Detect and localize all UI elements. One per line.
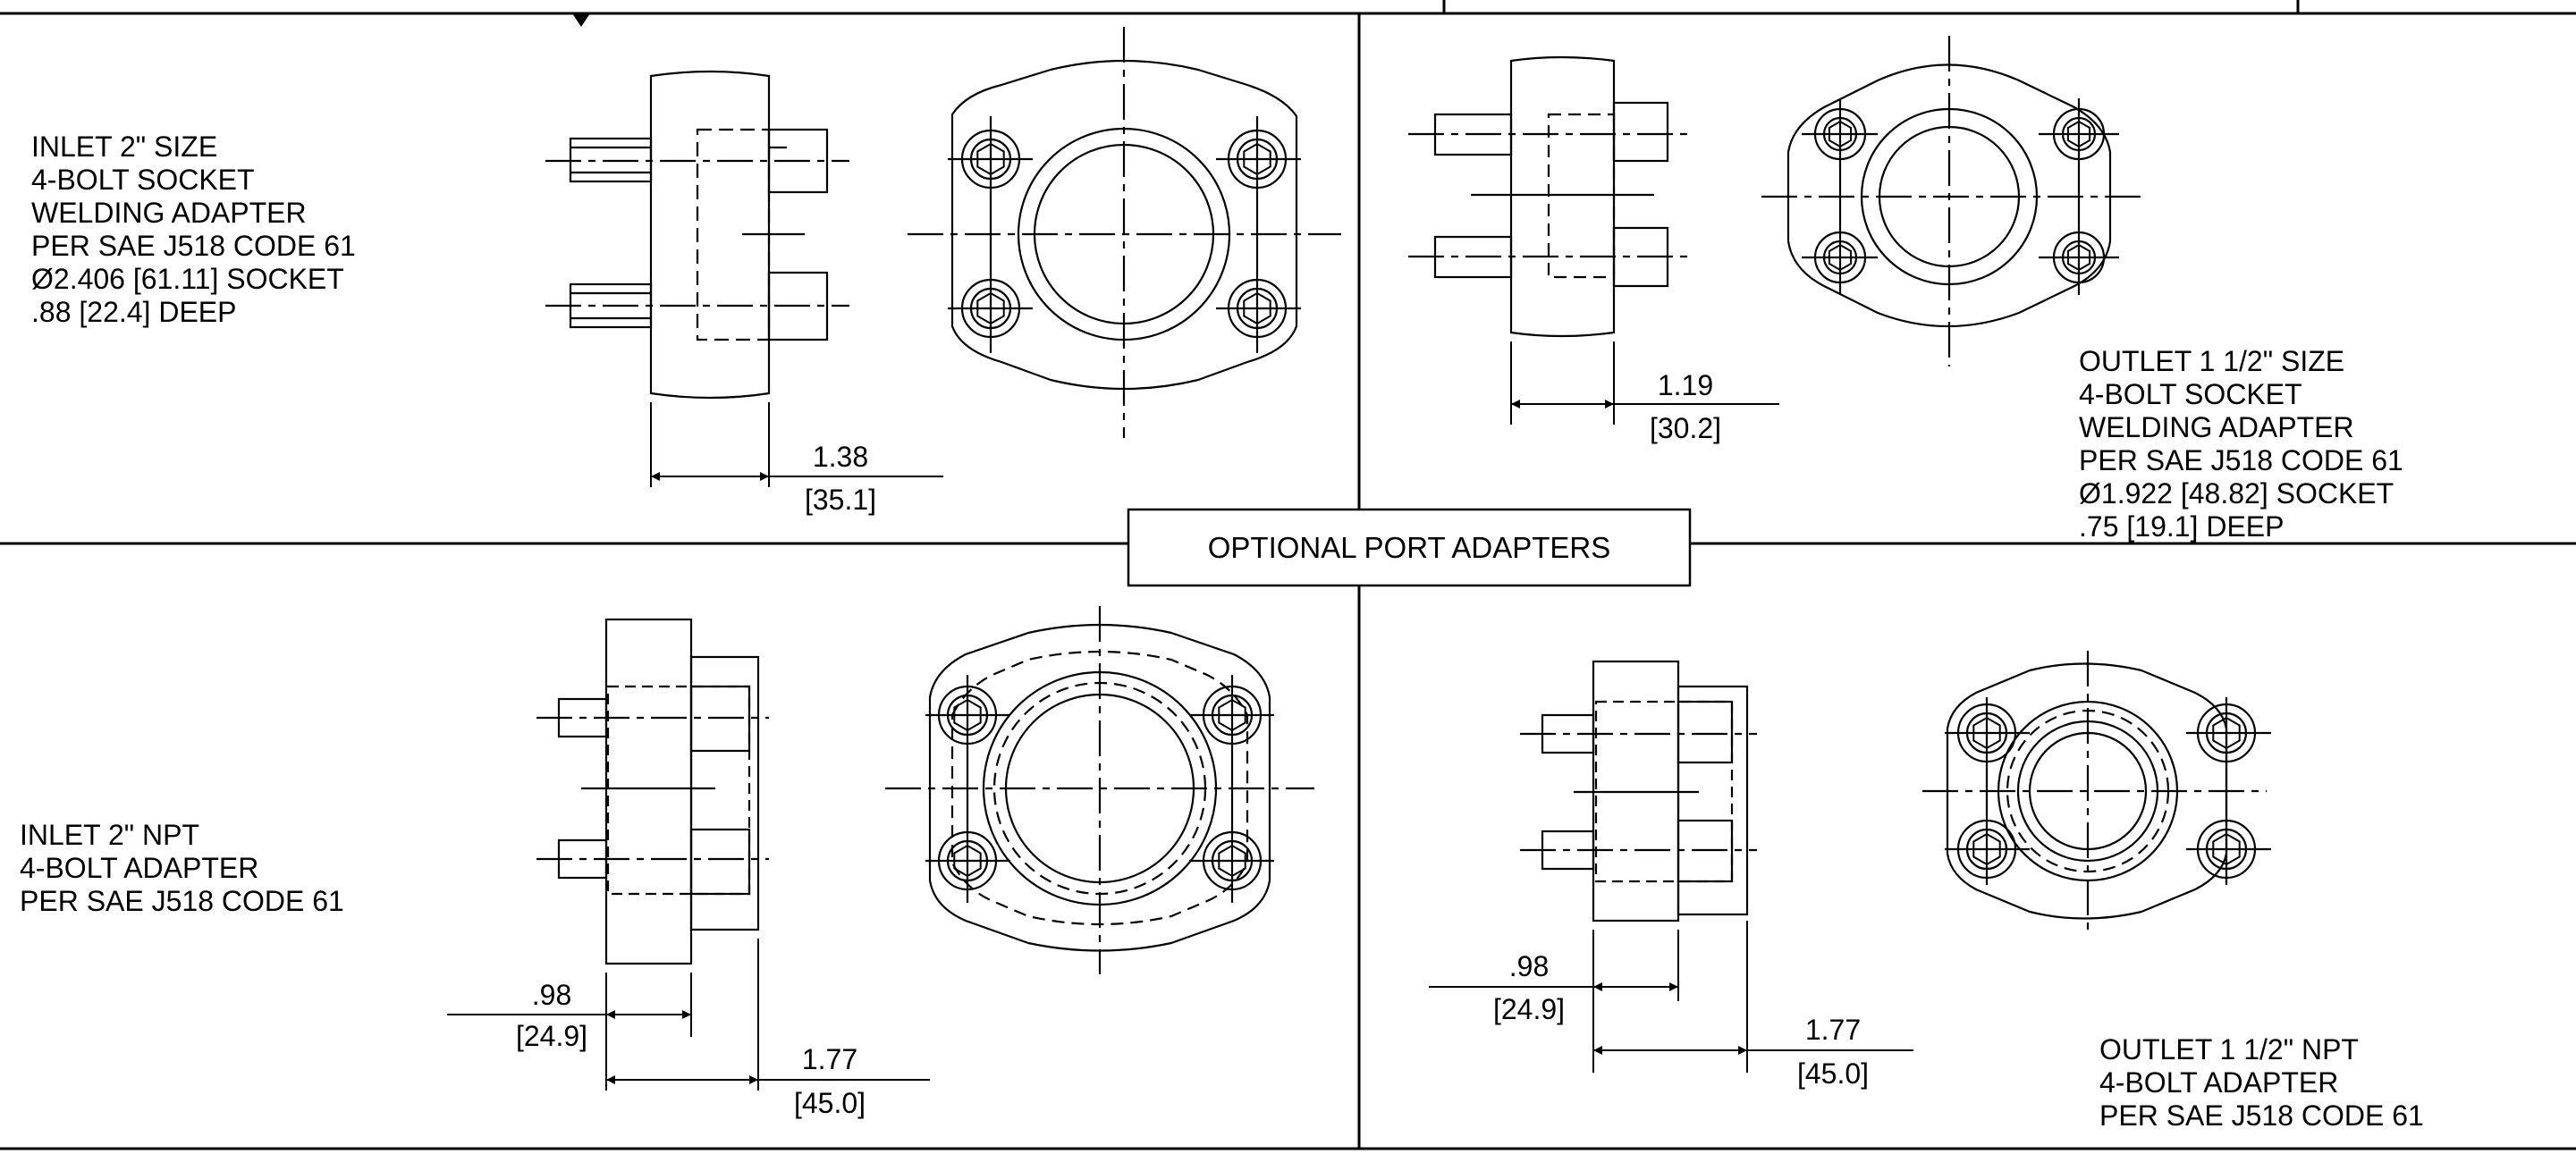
bolt-head-icon [2066,243,2091,272]
inlet-socket-callout: INLET 2" SIZE 4-BOLT SOCKET WELDING ADAP… [31,131,356,328]
callout-line: PER SAE J518 CODE 61 [2099,1099,2424,1132]
bolt-head-icon [1828,243,1853,272]
outlet-npt-dimension [1429,921,1913,1073]
inlet-npt-side-view [536,618,769,965]
outlet-socket-side-view [1408,55,1694,338]
inlet-npt-callout: INLET 2" NPT 4-BOLT ADAPTER PER SAE J518… [20,819,344,917]
callout-line: WELDING ADAPTER [31,197,307,229]
callout-line: 4-BOLT ADAPTER [20,852,258,884]
dimension-label: .98 [532,979,571,1011]
outlet-socket-front-view [1761,36,2146,366]
title-label: OPTIONAL PORT ADAPTERS [1208,531,1611,564]
outlet-npt-callout: OUTLET 1 1/2" NPT 4-BOLT ADAPTER PER SAE… [2099,1033,2424,1132]
dimension-metric-label: [35.1] [805,484,876,516]
bolt-head-icon [953,698,982,732]
outlet-npt-front-view [1922,651,2271,934]
callout-line: PER SAE J518 CODE 61 [2079,444,2403,476]
callout-line: 4-BOLT SOCKET [31,164,255,196]
callout-line: 4-BOLT ADAPTER [2099,1066,2338,1099]
outlet-socket-dimension [1510,341,1779,425]
callout-line: PER SAE J518 CODE 61 [31,230,356,262]
bolt-head-icon [1243,291,1271,325]
callout-line: OUTLET 1 1/2" NPT [2099,1033,2359,1066]
dimension-label: 1.77 [802,1043,857,1075]
bolt-head-icon [2212,716,2241,750]
bolt-head-icon [976,142,1005,176]
bolt-head-icon [1972,832,2001,866]
dimension-metric-label: [24.9] [516,1020,587,1052]
dimension-metric-label: [45.0] [794,1087,866,1119]
callout-line: INLET 2" NPT [20,819,199,851]
outlet-socket-callout: OUTLET 1 1/2" SIZE 4-BOLT SOCKET WELDING… [2079,345,2403,543]
bolt-head-icon [1243,142,1271,176]
inlet-socket-dimension [650,402,943,487]
bolt-head-icon [1218,844,1246,878]
callout-line: .88 [22.4] DEEP [31,296,236,328]
callout-line: OUTLET 1 1/2" SIZE [2079,345,2344,377]
inlet-socket-side-view [545,70,849,400]
dimension-metric-label: [30.2] [1650,412,1721,444]
callout-line: PER SAE J518 CODE 61 [20,885,344,917]
outlet-npt-side-view [1520,660,1757,922]
callout-line: .75 [19.1] DEEP [2079,510,2284,543]
bolt-head-icon [1972,716,2001,750]
bolt-head-icon [976,291,1005,325]
top-marker-icon [572,13,590,27]
inlet-npt-dimension [447,939,930,1091]
callout-line: Ø2.406 [61.11] SOCKET [31,263,344,295]
bolt-head-icon [2212,832,2241,866]
dimension-label: .98 [1509,950,1549,982]
inlet-socket-front-view [908,27,1341,438]
callout-line: WELDING ADAPTER [2079,411,2354,443]
bolt-head-icon [1828,120,1853,148]
dimension-metric-label: [45.0] [1797,1057,1869,1090]
callout-line: INLET 2" SIZE [31,131,217,163]
bolt-head-icon [2066,120,2091,148]
bolt-head-icon [953,844,982,878]
callout-line: 4-BOLT SOCKET [2079,378,2302,410]
dimension-label: 1.77 [1805,1014,1861,1046]
callout-line: Ø1.922 [48.82] SOCKET [2079,477,2394,510]
title-box [1127,508,1692,587]
inlet-npt-front-view [885,606,1314,974]
bolt-head-icon [1218,698,1246,732]
dimension-metric-label: [24.9] [1493,993,1565,1025]
dimension-label: 1.19 [1658,369,1713,401]
dimension-label: 1.38 [813,441,868,473]
